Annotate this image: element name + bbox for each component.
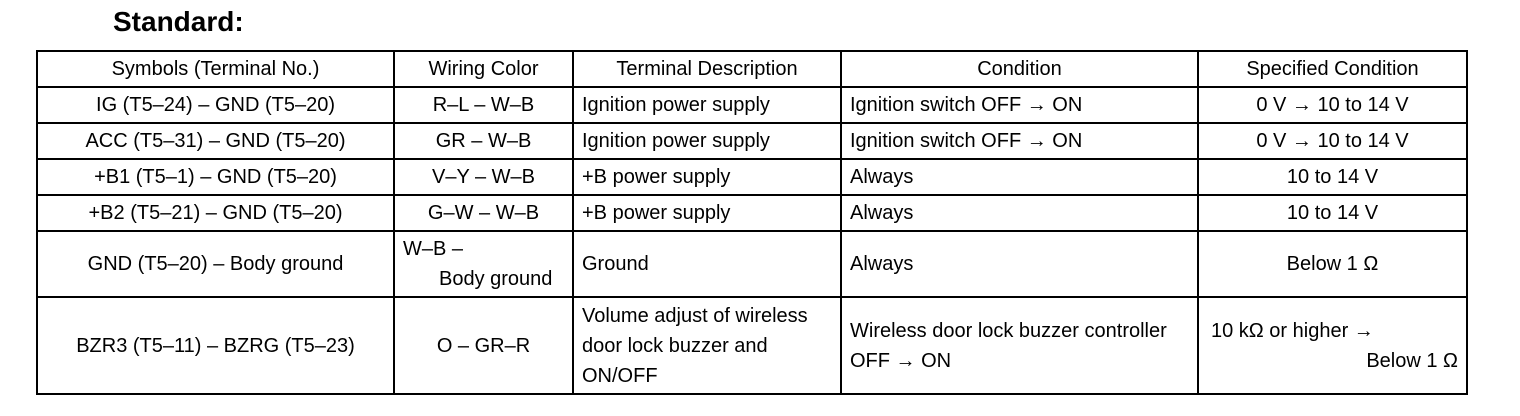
wiring-color-line: Body ground bbox=[439, 268, 553, 290]
terminal-description-cell: +B power supply bbox=[572, 158, 842, 196]
wiring-color-cell: V–Y – W–B bbox=[393, 158, 574, 196]
symbols-cell: GND (T5–20) – Body ground bbox=[36, 230, 395, 298]
specified-condition-cell: 10 kΩ or higher → Below 1 Ω bbox=[1197, 296, 1468, 395]
wiring-color-cell: GR – W–B bbox=[393, 122, 574, 160]
wiring-color-cell: G–W – W–B bbox=[393, 194, 574, 232]
column-header: Condition bbox=[840, 50, 1199, 88]
condition-cell: Ignition switch OFF → ON bbox=[840, 86, 1199, 124]
table-row: IG (T5–24) – GND (T5–20) R–L – W–B Ignit… bbox=[36, 86, 1468, 124]
column-header: Wiring Color bbox=[393, 50, 574, 88]
specified-condition-cell: 10 to 14 V bbox=[1197, 194, 1468, 232]
condition-cell: Always bbox=[840, 158, 1199, 196]
wiring-color-line: W–B – bbox=[403, 238, 464, 260]
specified-condition-cell: 0 V → 10 to 14 V bbox=[1197, 122, 1468, 160]
section-heading: Standard: bbox=[113, 6, 244, 37]
table-row: GND (T5–20) – Body ground W–B – Body gro… bbox=[36, 230, 1468, 298]
condition-cell: Wireless door lock buzzer controller OFF… bbox=[840, 296, 1199, 395]
table-row: BZR3 (T5–11) – BZRG (T5–23) O – GR–R Vol… bbox=[36, 296, 1468, 395]
table-row: +B1 (T5–1) – GND (T5–20) V–Y – W–B +B po… bbox=[36, 158, 1468, 196]
symbols-cell: IG (T5–24) – GND (T5–20) bbox=[36, 86, 395, 124]
specified-condition-line: Below 1 Ω bbox=[1366, 349, 1458, 372]
terminal-description-cell: Ignition power supply bbox=[572, 86, 842, 124]
symbols-cell: +B1 (T5–1) – GND (T5–20) bbox=[36, 158, 395, 196]
condition-cell: Ignition switch OFF → ON bbox=[840, 122, 1199, 160]
terminal-description-cell: +B power supply bbox=[572, 194, 842, 232]
terminal-spec-table: Symbols (Terminal No.) Wiring Color Term… bbox=[36, 50, 1468, 395]
symbols-cell: ACC (T5–31) – GND (T5–20) bbox=[36, 122, 395, 160]
terminal-description-cell: Volume adjust of wireless door lock buzz… bbox=[572, 296, 842, 395]
specified-condition-cell: 0 V → 10 to 14 V bbox=[1197, 86, 1468, 124]
column-header: Terminal Description bbox=[572, 50, 842, 88]
column-header: Specified Condition bbox=[1197, 50, 1468, 88]
column-header: Symbols (Terminal No.) bbox=[36, 50, 395, 88]
specified-condition-line: 10 kΩ or higher → bbox=[1211, 319, 1374, 342]
terminal-description-cell: Ground bbox=[572, 230, 842, 298]
wiring-color-cell: O – GR–R bbox=[393, 296, 574, 395]
condition-cell: Always bbox=[840, 230, 1199, 298]
table-row: ACC (T5–31) – GND (T5–20) GR – W–B Ignit… bbox=[36, 122, 1468, 160]
wiring-color-cell: W–B – Body ground bbox=[393, 230, 574, 298]
symbols-cell: +B2 (T5–21) – GND (T5–20) bbox=[36, 194, 395, 232]
table-header-row: Symbols (Terminal No.) Wiring Color Term… bbox=[36, 50, 1468, 88]
table-row: +B2 (T5–21) – GND (T5–20) G–W – W–B +B p… bbox=[36, 194, 1468, 232]
wiring-color-cell: R–L – W–B bbox=[393, 86, 574, 124]
specified-condition-cell: 10 to 14 V bbox=[1197, 158, 1468, 196]
specified-condition-cell: Below 1 Ω bbox=[1197, 230, 1468, 298]
terminal-description-cell: Ignition power supply bbox=[572, 122, 842, 160]
symbols-cell: BZR3 (T5–11) – BZRG (T5–23) bbox=[36, 296, 395, 395]
condition-cell: Always bbox=[840, 194, 1199, 232]
